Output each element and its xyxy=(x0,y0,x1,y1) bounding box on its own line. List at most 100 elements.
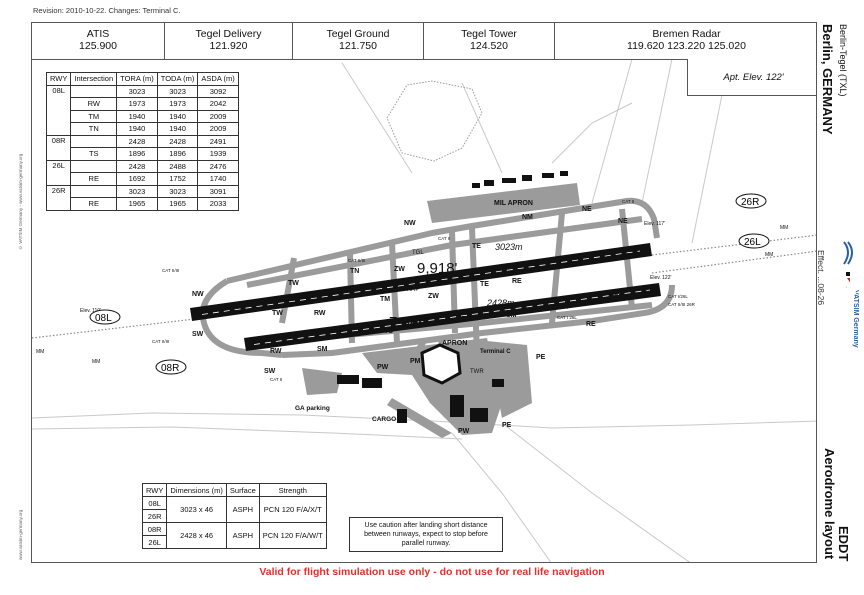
next-page-button[interactable]: ❯ xyxy=(834,266,862,314)
rt-cell: RE xyxy=(70,197,118,211)
table-row: 08L 3023 x 46 ASPH PCN 120 F/A/X/T xyxy=(141,496,327,523)
runway-lengths: 9,918' 3023m 7,966' 2428m xyxy=(389,242,523,331)
airport-name: Berlin-Tegel (TXL) xyxy=(838,24,848,97)
rt-header: ASDA (m) xyxy=(197,72,239,86)
st-rwy: 08R xyxy=(141,522,168,536)
rt-cell: 2476 xyxy=(197,159,239,173)
airport-elevation: Apt. Elev. 122' xyxy=(687,59,816,96)
buildings xyxy=(337,171,568,423)
label-pw: PW xyxy=(377,364,389,371)
previous-page-button[interactable]: ❮ xyxy=(0,266,28,314)
label-pw2: PW xyxy=(458,428,470,435)
label-tw2: TW xyxy=(272,310,283,317)
runways xyxy=(190,243,661,351)
label-arp: ARP xyxy=(407,287,419,293)
st-header: Surface xyxy=(225,483,260,497)
map-small-labels: TGL ARP Elev. 110' Elev. 108' Elev. 117'… xyxy=(36,199,788,382)
rt-cell xyxy=(70,134,118,148)
label-sw2: SW xyxy=(264,368,276,375)
rt-cell: 1973 xyxy=(116,97,158,111)
label-te: TE xyxy=(472,243,481,250)
label-apron: APRON xyxy=(442,340,467,347)
rt-rwy: 26L xyxy=(45,159,72,186)
rt-cell: 2428 xyxy=(156,134,199,148)
label-cat-ii-iii-mid: CAT II/III xyxy=(348,258,365,263)
roads xyxy=(32,58,816,562)
label-tgl: TGL xyxy=(412,250,424,256)
label-cat-ii-iii-w: CAT II/III xyxy=(162,268,179,273)
terminal-c-hexagon xyxy=(420,343,462,385)
label-zw2: ZW xyxy=(428,293,439,300)
rt-cell: 1740 xyxy=(197,172,239,186)
rt-cell: 3023 xyxy=(116,184,158,198)
label-nm: NM xyxy=(522,214,533,221)
rt-cell xyxy=(70,184,118,198)
simulation-warning: Valid for flight simulation use only - d… xyxy=(259,566,605,578)
rt-cell: 2491 xyxy=(197,134,239,148)
st-rwy: 26L xyxy=(141,535,168,549)
label-re2: RE xyxy=(586,321,596,328)
len-south-m: 2428m xyxy=(486,298,515,308)
st-header: Dimensions (m) xyxy=(166,483,227,497)
aerodrome-map: MIL APRON NW NM NE NE TE TE TN ZW ZW TM … xyxy=(32,58,816,562)
copyright-url: www.vatsim-germany.org xyxy=(18,509,23,560)
chevron-left-icon: ❮ xyxy=(1,273,27,307)
label-cat-i-26l-b: CAT I 26L xyxy=(557,315,577,320)
rt-rwy: 08R xyxy=(45,134,72,161)
label-terminal-c: Terminal C xyxy=(480,349,511,355)
revision-note: Revision: 2010-10-22. Changes: Terminal … xyxy=(33,6,181,15)
rwy-26l: 26L xyxy=(744,237,761,248)
city-title: Berlin, GERMANY xyxy=(820,24,835,135)
map-labels: MIL APRON NW NM NE NE TE TE TN ZW ZW TM … xyxy=(192,200,632,435)
rt-cell: TN xyxy=(70,122,118,136)
label-elev-122: Elev. 122' xyxy=(650,275,671,281)
label-re: RE xyxy=(512,278,522,285)
chart-frame: MIL APRON NW NM NE NE TE TE TN ZW ZW TM … xyxy=(31,22,817,563)
chevron-right-icon: ❯ xyxy=(835,273,861,307)
label-mm-east: MM xyxy=(780,225,788,231)
rt-cell: 1896 xyxy=(156,147,199,161)
label-mm-west2: MM xyxy=(92,359,100,365)
label-ts: TS xyxy=(384,328,393,335)
rt-header: RWY xyxy=(45,72,72,86)
st-rwy: 26R xyxy=(141,509,168,523)
len-south-ft: 7,966' xyxy=(389,314,430,331)
rwy-08r: 08R xyxy=(161,363,179,374)
label-cat-i-26l: CAT I/26L xyxy=(668,294,688,299)
rt-cell: 2009 xyxy=(197,109,239,123)
table-row: 26L xyxy=(141,535,327,549)
rt-cell: 1752 xyxy=(156,172,199,186)
vatsim-germany-logo: VATSIM Germany xyxy=(843,241,859,348)
rt-cell: 1940 xyxy=(156,109,199,123)
label-cat-ii-mid: CAT II xyxy=(438,236,450,241)
label-te2: TE xyxy=(480,281,489,288)
rt-cell xyxy=(70,159,118,173)
label-cat-i: CAT I xyxy=(557,305,568,310)
label-cargo: CARGO xyxy=(372,416,396,423)
label-twr: TWR xyxy=(470,369,484,375)
label-nw-west: NW xyxy=(192,291,204,298)
label-tr: TR xyxy=(462,316,471,323)
rwy-08l: 08L xyxy=(95,313,112,324)
label-mm-east2: MM xyxy=(765,252,773,258)
rt-cell: 1965 xyxy=(116,197,158,211)
rt-rwy: 26R xyxy=(45,184,72,211)
st-surface: ASPH xyxy=(225,496,260,523)
rt-cell: 2033 xyxy=(197,197,239,211)
label-cat-ii: CAT II xyxy=(270,377,282,382)
effective-date: Effect. ...08-26 xyxy=(816,250,826,306)
label-sm2: SM xyxy=(506,312,517,319)
table-row: 08R 2428 x 46 ASPH PCN 120 F/A/W/T xyxy=(141,522,327,549)
st-rwy: 08L xyxy=(141,496,168,510)
